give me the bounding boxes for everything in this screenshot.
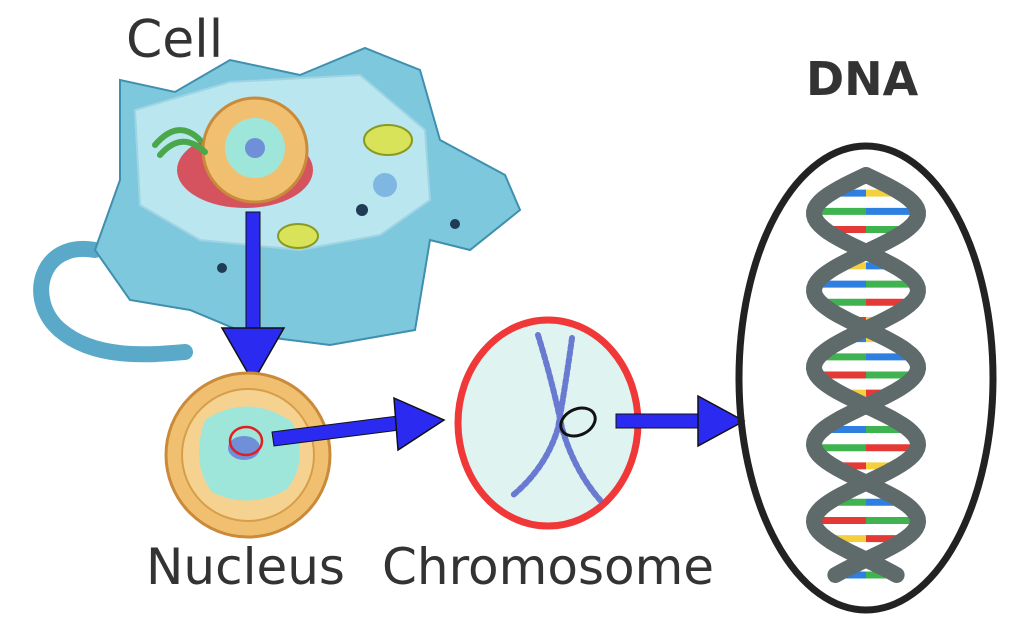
arrow-right bbox=[271, 396, 446, 452]
dna-backbone-b bbox=[805, 167, 927, 583]
cell-golgi bbox=[152, 127, 208, 158]
nucleus-highlight-ring bbox=[228, 425, 264, 457]
dna-ellipse bbox=[735, 142, 997, 614]
dna-double-helix bbox=[735, 142, 997, 614]
nucleus-illustration bbox=[164, 371, 332, 539]
cell-illustration bbox=[33, 46, 522, 363]
chromosome-label: Chromosome bbox=[382, 538, 715, 596]
cell-mitochondrion-1 bbox=[363, 124, 413, 156]
cell-nucleolus bbox=[245, 138, 265, 158]
dna-backbone-a bbox=[805, 167, 927, 583]
cell-dot-2 bbox=[450, 219, 460, 229]
cell-mitochondrion-2 bbox=[277, 223, 319, 249]
cell-tail bbox=[33, 240, 193, 363]
nucleus-label: Nucleus bbox=[146, 538, 345, 596]
arrow-right-2 bbox=[615, 394, 746, 448]
cell-label: Cell bbox=[126, 10, 224, 70]
chromosome-illustration bbox=[454, 316, 642, 530]
cell-dot-1 bbox=[356, 204, 368, 216]
cell-vacuole bbox=[373, 173, 397, 197]
chromosome-centromere-ring bbox=[559, 406, 597, 438]
dna-backbones bbox=[805, 167, 927, 583]
arrow-down bbox=[220, 211, 286, 384]
cell-dot-3 bbox=[217, 263, 227, 273]
dna-label: DNA bbox=[806, 52, 919, 106]
